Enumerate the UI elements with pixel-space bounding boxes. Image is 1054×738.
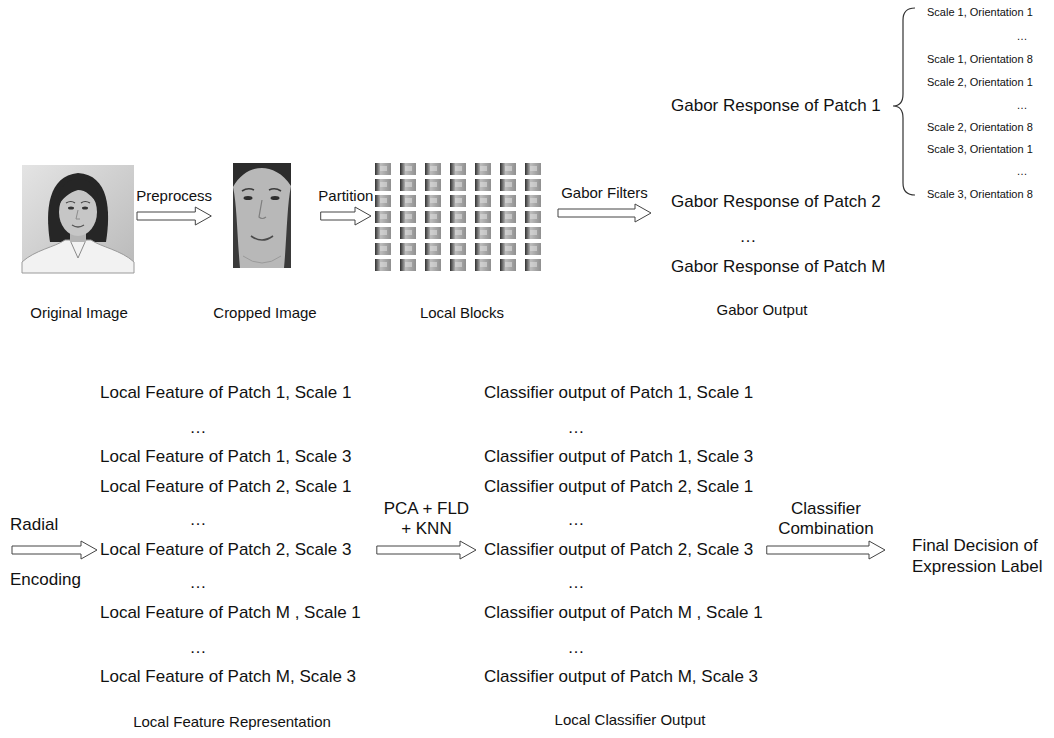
label-anchor: Scale 2, Orientation 8 (927, 121, 1033, 134)
label-anchor: … (1017, 30, 1028, 43)
node-text: Cropped Image (213, 304, 316, 322)
image-panel: Local Blocks (373, 161, 548, 324)
label-anchor: … (1017, 99, 1028, 112)
cropped-photo (233, 163, 291, 268)
node-text: Local Feature of Patch M, Scale 3 (100, 667, 356, 687)
classifier-list: Classifier output of Patch 1, Scale 1 … Cl… (482, 381, 765, 731)
node-text: Gabor Response of Patch 2 (671, 192, 881, 212)
node-text: … (568, 573, 585, 593)
node-text: Classifier output of Patch 2, Scale 3 (484, 540, 753, 560)
node-text: Classifier output of Patch 1, Scale 3 (484, 447, 753, 467)
node-text: Classifier output of Patch M, Scale 3 (484, 667, 758, 687)
annotation: Scale 2, Orientation 8 (927, 121, 1033, 134)
node-text: Classifier output of Patch M , Scale 1 (484, 603, 763, 623)
annotation: Scale 1, Orientation 8 (927, 53, 1033, 66)
annotation: Radial (10, 515, 58, 535)
node-text: Classifier output of Patch 2, Scale 1 (484, 477, 753, 497)
edge-label: Classifier Combination (774, 499, 878, 539)
image-panel: Cropped Image (211, 161, 318, 324)
node-text: … (190, 418, 207, 438)
node-text: Gabor Output (717, 301, 808, 319)
annotation: Scale 3, Orientation 8 (927, 188, 1033, 201)
node-text: … (190, 638, 207, 658)
node-text: Gabor Response of Patch 1 (671, 96, 881, 116)
label-anchor: … (1017, 165, 1028, 178)
hollow-arrow (767, 541, 885, 559)
annotation: … (1017, 165, 1028, 178)
node-text: … (190, 573, 207, 593)
label-anchor: Preprocess (136, 187, 212, 205)
node-text: Local Feature of Patch 2, Scale 3 (100, 540, 351, 560)
hollow-arrow (558, 204, 651, 222)
annotation: Scale 1, Orientation 1 (927, 6, 1033, 19)
label-anchor: PCA + FLD + KNN (378, 499, 474, 539)
label-anchor: Scale 1, Orientation 1 (927, 6, 1033, 19)
label-anchor: Scale 3, Orientation 1 (927, 143, 1033, 156)
edge-label: PCA + FLD + KNN (378, 499, 474, 539)
label-anchor: Encoding (10, 570, 81, 590)
local-blocks-grid (375, 163, 546, 275)
node-text: … (740, 227, 757, 247)
annotation: Scale 3, Orientation 1 (927, 143, 1033, 156)
node-text: Local Classifier Output (555, 711, 706, 729)
node-text: … (190, 510, 207, 530)
edge-label: Partition (318, 187, 373, 205)
label-anchor: Radial (10, 515, 58, 535)
node-text: Original Image (30, 304, 128, 322)
node-text: … (568, 418, 585, 438)
node-text: Local Feature of Patch M , Scale 1 (100, 603, 361, 623)
node-text: Local Feature of Patch 1, Scale 3 (100, 447, 351, 467)
label-anchor: Classifier Combination (774, 499, 878, 539)
original-photo (22, 165, 134, 273)
label-anchor: Partition (318, 187, 373, 205)
node-text: … (568, 638, 585, 658)
hollow-arrow (12, 541, 97, 559)
curly-brace (893, 8, 915, 195)
label-anchor: Scale 3, Orientation 8 (927, 188, 1033, 201)
edge-label: Preprocess (136, 187, 212, 205)
decision-text: Final Decision of Expression Label (910, 533, 1050, 579)
node-text: Gabor Response of Patch M (671, 257, 886, 277)
label-anchor: Gabor Filters (561, 184, 648, 202)
response-list: Gabor Response of Patch 1 Gabor Response … (669, 94, 888, 321)
annotation: … (1017, 30, 1028, 43)
hollow-arrow (321, 207, 371, 225)
node-text: Local Feature of Patch 1, Scale 1 (100, 383, 351, 403)
annotation: Encoding (10, 570, 81, 590)
node-text: Final Decision of Expression Label (912, 535, 1048, 577)
annotation: Scale 2, Orientation 1 (927, 76, 1033, 89)
image-panel: Original Image (20, 163, 136, 324)
node-text: Classifier output of Patch 1, Scale 1 (484, 383, 753, 403)
feature-list: Local Feature of Patch 1, Scale 1 … Local … (98, 381, 363, 733)
node-text: Local Feature Representation (133, 713, 331, 731)
annotation: … (1017, 99, 1028, 112)
label-anchor: Scale 1, Orientation 8 (927, 53, 1033, 66)
label-anchor: Scale 2, Orientation 1 (927, 76, 1033, 89)
edge-label: Gabor Filters (561, 184, 648, 202)
hollow-arrow (377, 541, 476, 559)
hollow-arrow (137, 207, 211, 225)
node-text: Local Blocks (420, 304, 504, 322)
node-text: … (568, 510, 585, 530)
node-text: Local Feature of Patch 2, Scale 1 (100, 477, 351, 497)
